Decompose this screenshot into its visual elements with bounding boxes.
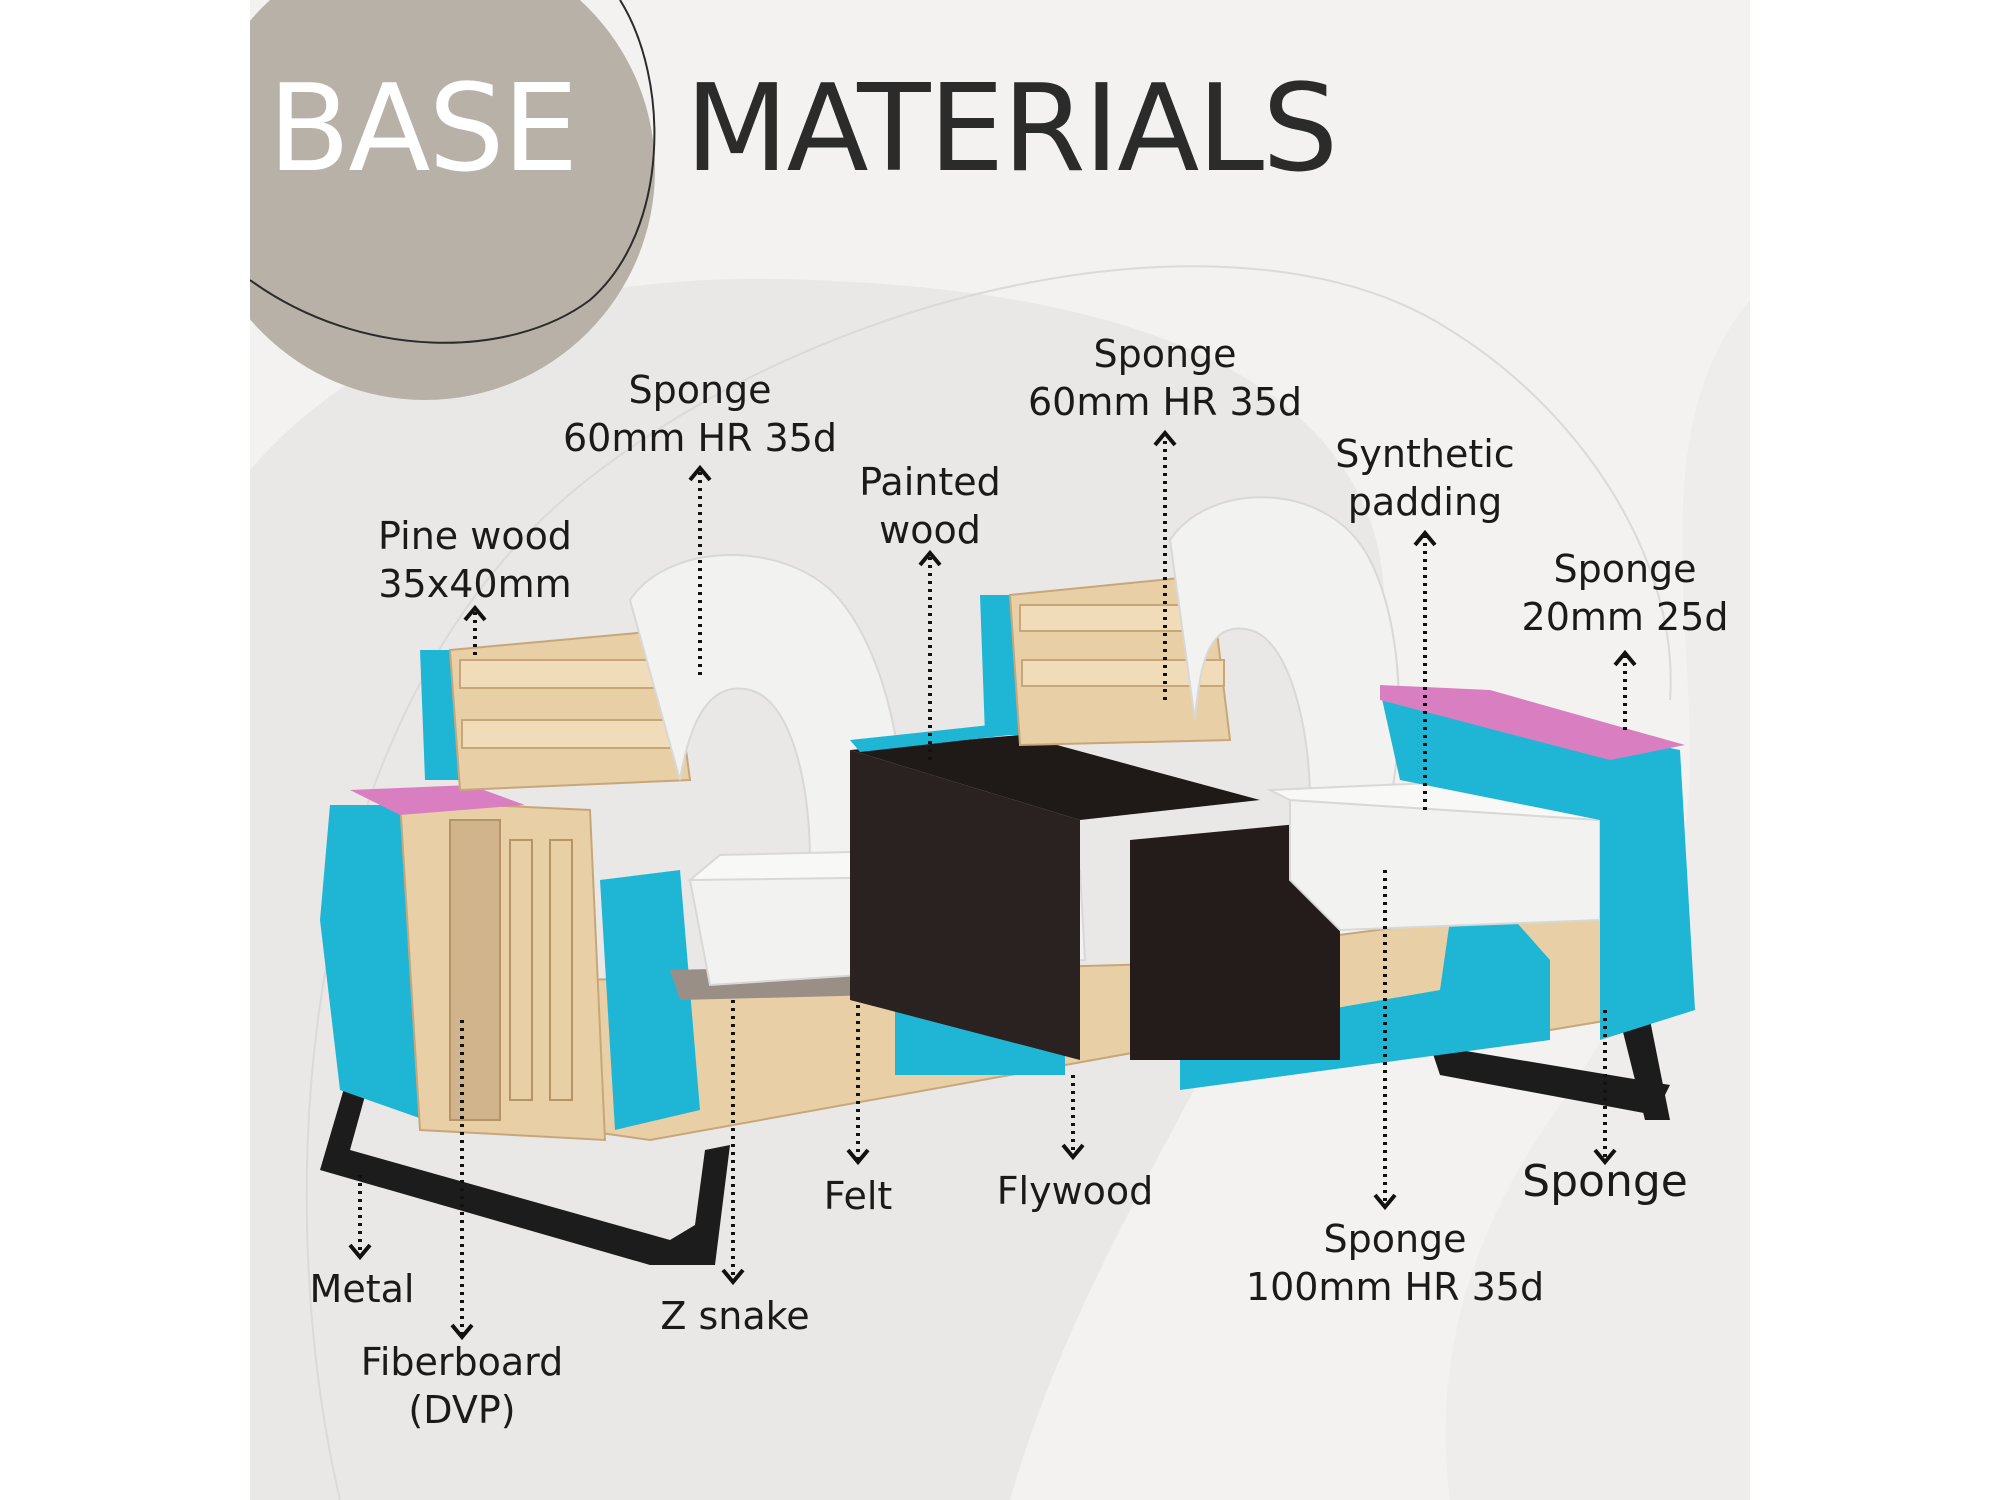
console-drawer [1130, 820, 1340, 1060]
callout-arrows [348, 429, 1637, 1341]
accent-circle-outline [250, 0, 656, 344]
center-console [850, 725, 1340, 1060]
right-back-blue-fin [980, 595, 1020, 735]
metal-leg-left [320, 1085, 730, 1265]
label-sponge-side: Sponge [1522, 1156, 1688, 1207]
left-back-blue-fin [420, 650, 460, 780]
right-arm-blue-body [1380, 690, 1695, 1040]
metal-leg-right [1430, 1045, 1670, 1115]
console-pink-strip [850, 725, 1010, 752]
metal-leg-right-front [1620, 1020, 1670, 1120]
arrow-z-snake [721, 1000, 745, 1286]
left-arm-inner-blue [600, 870, 700, 1130]
arrow-sponge-side [1593, 1010, 1617, 1166]
arrow-synthetic-padding [1413, 529, 1437, 810]
title-materials: MATERIALS [685, 60, 1338, 199]
left-arm-fiberboard [449, 819, 501, 1121]
left-armrest [320, 785, 700, 1142]
arrow-sponge-seat [1373, 870, 1397, 1211]
arrow-sponge-back-right [1153, 429, 1177, 700]
left-back-slat-lower [461, 719, 685, 749]
metal-legs [320, 1020, 1670, 1265]
console-front [850, 750, 1080, 1060]
accent-circle [250, 0, 655, 400]
label-metal: Metal [309, 1267, 415, 1311]
label-felt: Felt [823, 1174, 893, 1218]
label-fiberboard: Fiberboard(DVP) [360, 1340, 564, 1432]
label-flywood: Flywood [996, 1169, 1154, 1213]
left-backrest [420, 554, 904, 862]
left-arm-slat-2 [549, 839, 573, 1101]
right-arm-pink-top [1380, 685, 1685, 760]
arrow-fiberboard [450, 1020, 474, 1341]
left-arm-slat-1 [509, 839, 533, 1101]
arrow-pine-wood [463, 604, 487, 655]
label-z-snake: Z snake [660, 1294, 810, 1338]
title-base: BASE [268, 60, 578, 199]
left-arm-pink-top [350, 785, 525, 815]
left-back-slat-upper [459, 659, 681, 689]
arrow-painted-wood [918, 549, 942, 760]
arrow-felt [846, 1005, 870, 1166]
console-top [850, 735, 1260, 820]
thin-background-arc [305, 265, 1672, 1500]
right-armrest [1380, 685, 1695, 1040]
diagram-panel: BASE MATERIALS [250, 0, 1750, 1500]
arrow-sponge-back-left [688, 464, 712, 675]
arrow-sponge-arm [1613, 649, 1637, 730]
arrow-flywood [1061, 1075, 1085, 1161]
background-swoosh-right [1445, 300, 1750, 1500]
left-arm-outer-blue [320, 805, 425, 1120]
sofa-cutaway-illustration [320, 496, 1695, 1265]
right-backrest [980, 496, 1400, 801]
arrow-metal [348, 1175, 372, 1261]
